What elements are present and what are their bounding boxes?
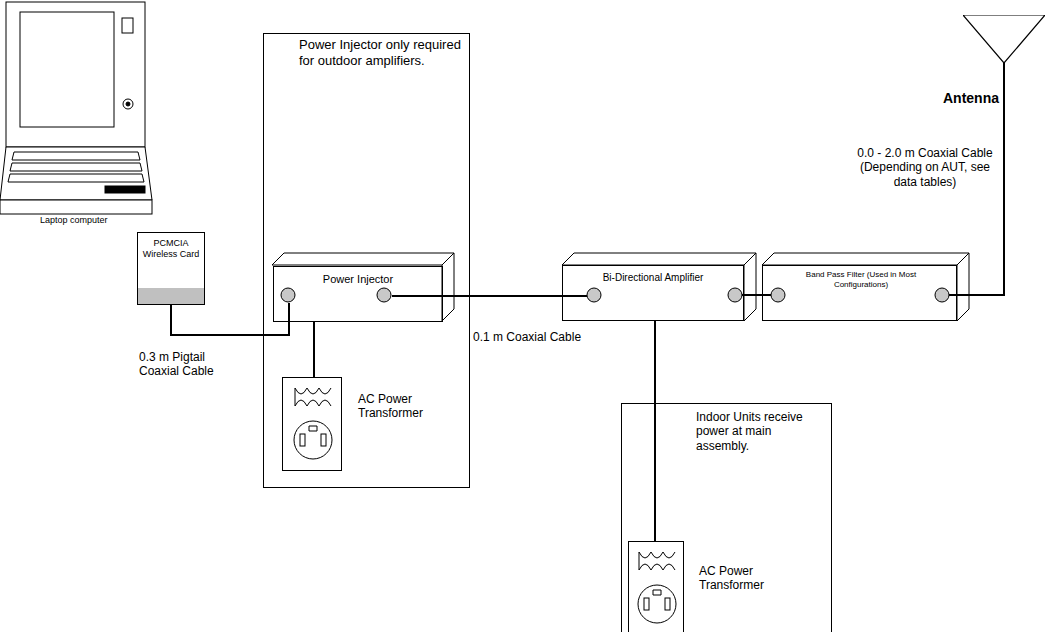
transformer-box: AC Power Transformer <box>282 377 342 471</box>
node-text: Antenna <box>943 90 999 107</box>
coax-cable <box>742 294 771 296</box>
coax-cable <box>313 322 315 377</box>
filter-box: Band Pass Filter (Used in Most Configura… <box>762 265 957 321</box>
cable-label: 0.3 m Pigtail Coaxial Cable <box>138 350 240 379</box>
node-text: PCMCIA Wireless Card <box>138 238 204 260</box>
device-box: Bi-Directional Amplifier <box>562 265 744 321</box>
node-text: Power Injector only required for outdoor… <box>299 37 464 68</box>
figure-label: Laptop computer <box>40 215 108 226</box>
group-box: Power Injector only required for outdoor… <box>263 33 470 488</box>
coax-cable <box>654 321 656 541</box>
coax-cable <box>392 295 587 297</box>
node-text: Bi-Directional Amplifier <box>563 272 743 284</box>
transformer-icon <box>283 378 343 472</box>
transformer-box: AC Power Transformer <box>628 541 684 632</box>
node-text: AC Power Transformer <box>358 392 443 421</box>
connector-ports <box>281 288 949 302</box>
cable-label: 0.0 - 2.0 m Coaxial Cable (Depending on … <box>850 146 1000 189</box>
antenna-icon <box>963 15 1045 63</box>
node-text: Indoor Units receive power at main assem… <box>696 410 826 453</box>
group-box: Indoor Units receive power at main assem… <box>621 403 832 632</box>
node-text: Power Injector <box>274 273 442 286</box>
box-faces <box>272 253 969 321</box>
node-text: AC Power Transformer <box>699 564 789 593</box>
coax-cable <box>171 303 289 335</box>
laptop-illustration <box>0 2 152 214</box>
antenna-symbol: Antenna <box>963 15 1045 63</box>
cable-label: 0.1 m Coaxial Cable <box>472 330 582 344</box>
device-box: Power Injector <box>273 266 443 322</box>
card-box: PCMCIA Wireless Card <box>137 232 205 305</box>
node-text: Band Pass Filter (Used in Most Configura… <box>791 270 931 289</box>
transformer-icon <box>629 542 685 632</box>
